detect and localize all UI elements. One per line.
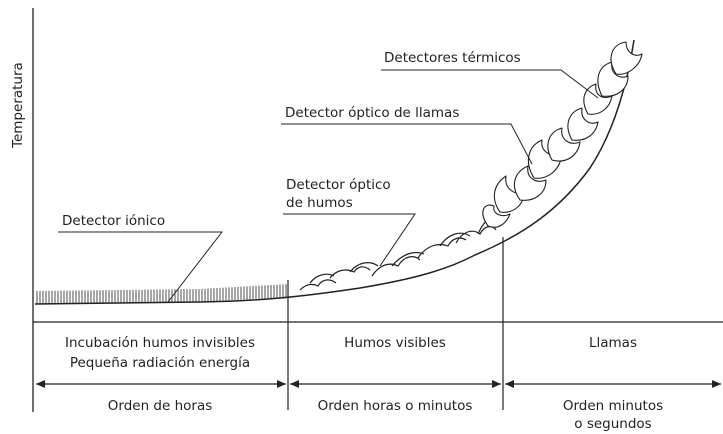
duration-1-label: Orden de horas bbox=[108, 398, 213, 414]
phase-3-label: Llamas bbox=[589, 335, 637, 351]
label-optical-flame-detector: Detector óptico de llamas bbox=[285, 105, 459, 121]
temperature-curve bbox=[34, 39, 635, 305]
leader-ionic-detector bbox=[58, 231, 224, 303]
label-ionic-detector: Detector iónico bbox=[62, 213, 165, 229]
leader-optical-flame-detector bbox=[281, 123, 533, 165]
y-axis-label: Temperatura bbox=[10, 62, 26, 149]
duration-3-line-1: Orden minutos bbox=[563, 398, 663, 414]
phase-1-line-2: Pequeña radiación energía bbox=[70, 355, 250, 371]
label-thermal-detectors: Detectores térmicos bbox=[384, 50, 521, 66]
phase-1-line-1: Incubación humos invisibles bbox=[65, 335, 255, 351]
duration-2-label: Orden horas o minutos bbox=[318, 398, 473, 414]
smoke-puffs bbox=[299, 217, 499, 291]
flames bbox=[482, 41, 643, 228]
duration-3-line-2: o segundos bbox=[574, 416, 651, 432]
leader-optical-smoke-detector bbox=[283, 213, 416, 267]
leader-thermal-detectors bbox=[381, 69, 599, 99]
phase-2-label: Humos visibles bbox=[344, 335, 446, 351]
label-optical-smoke-detector-1: Detector óptico bbox=[286, 177, 391, 193]
hatch-marks bbox=[36, 284, 287, 304]
label-optical-smoke-detector-2: de humos bbox=[286, 195, 353, 211]
